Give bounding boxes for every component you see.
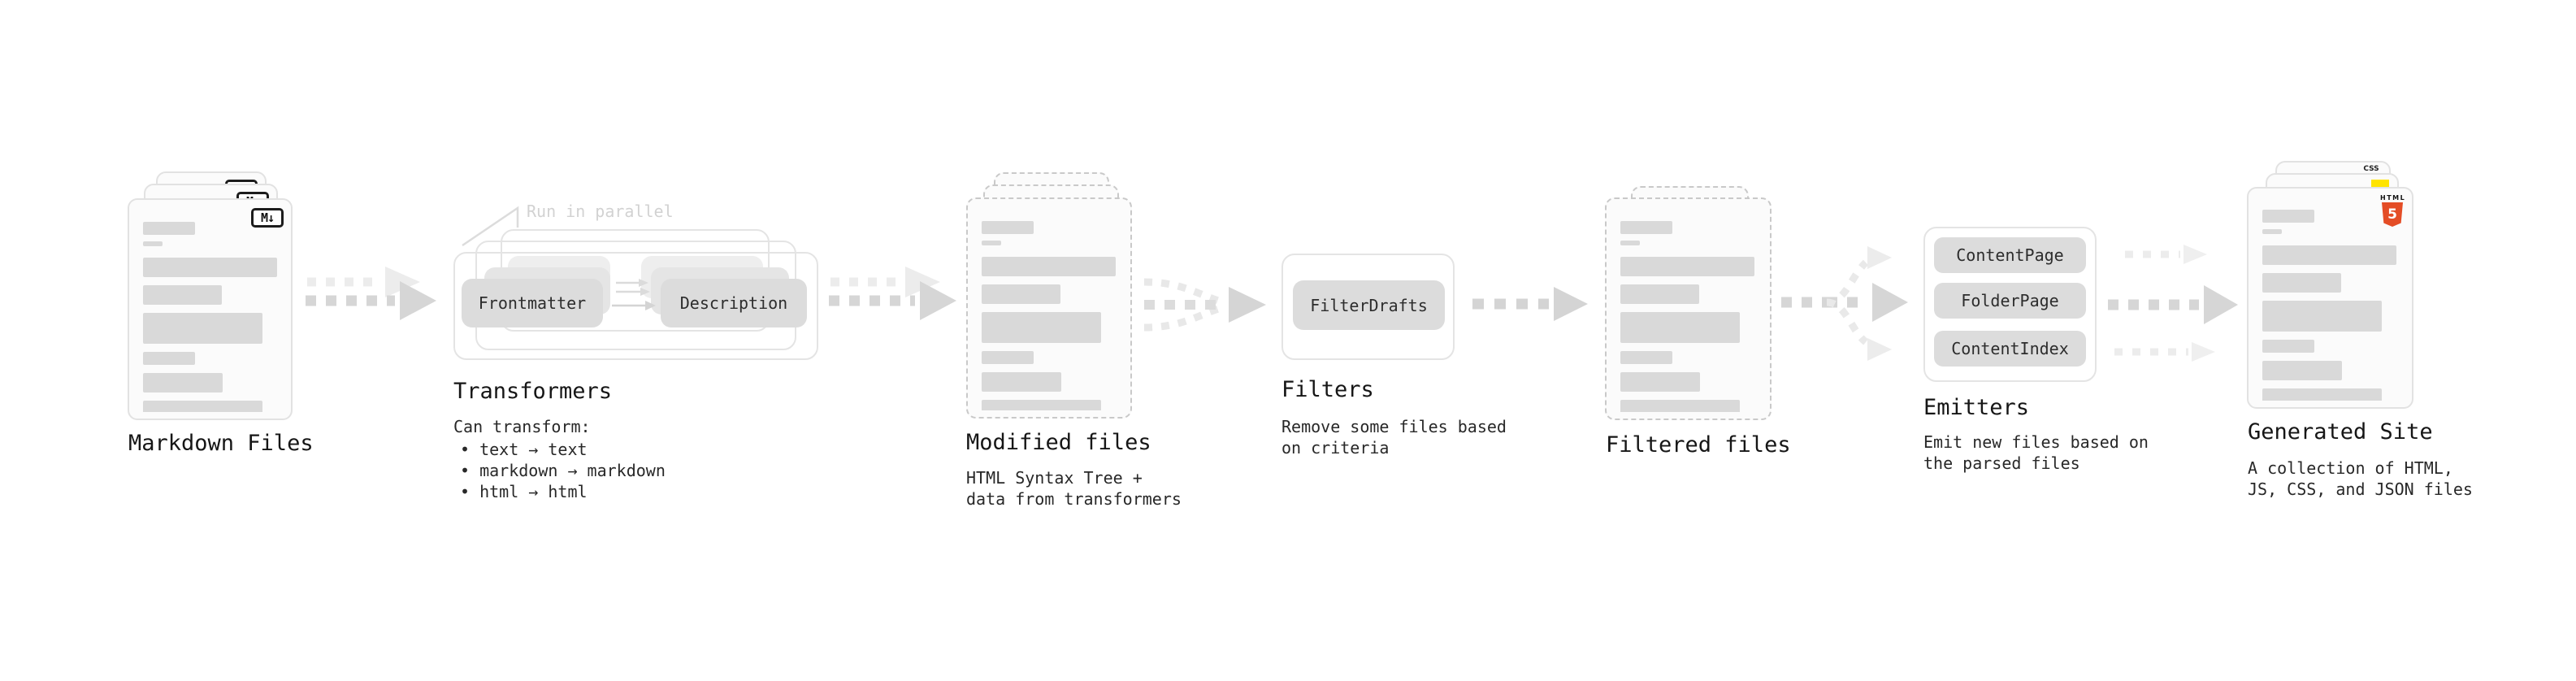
generated-file-card-front: HTML 5: [2247, 187, 2413, 409]
filters-desc-2: on criteria: [1281, 438, 1390, 458]
modified-file-card-front: [966, 197, 1132, 419]
contentpage-pill: ContentPage: [1934, 237, 2086, 273]
filtered-files-label: Filtered files: [1606, 432, 1791, 458]
arrow-modified-to-filters-icon: [1143, 278, 1266, 332]
transformers-bullet-2: • markdown → markdown: [460, 461, 666, 480]
description-pill: Description: [661, 279, 807, 327]
annotation-leader-line: [462, 206, 519, 247]
markdown-files-label: Markdown Files: [128, 431, 314, 456]
transformers-bullet-3: • html → html: [460, 482, 588, 501]
generated-site-desc-2: JS, CSS, and JSON files: [2248, 479, 2473, 499]
transformers-label: Transformers: [453, 379, 613, 404]
markdown-icon: M↓: [251, 208, 284, 228]
modified-files-desc-2: data from transformers: [966, 489, 1182, 509]
markdown-file-card-front: M↓: [128, 198, 293, 420]
arrow-emitters-to-site-icon: [2108, 245, 2238, 362]
document-skeleton: [1620, 221, 1756, 412]
arrow-transformers-to-modified-icon: [829, 267, 956, 320]
folderpage-pill: FolderPage: [1934, 283, 2086, 319]
generated-site-desc-1: A collection of HTML,: [2248, 458, 2453, 478]
emitters-desc-2: the parsed files: [1923, 453, 2080, 473]
frontmatter-pill: Frontmatter: [462, 279, 603, 327]
arrow-filters-to-filtered-icon: [1472, 287, 1588, 321]
transformer-layer-front: [453, 252, 818, 360]
modified-files-desc-1: HTML Syntax Tree +: [966, 468, 1143, 488]
filters-desc-1: Remove some files based: [1281, 417, 1507, 436]
emitters-desc-1: Emit new files based on: [1923, 432, 2149, 452]
filters-box: [1281, 254, 1455, 360]
filterdrafts-pill: FilterDrafts: [1293, 280, 1445, 330]
document-skeleton: [982, 221, 1117, 410]
arrow-filtered-to-emitters-icon: [1781, 246, 1908, 361]
parallel-arrows-icon: [612, 279, 656, 310]
transformers-desc-title: Can transform:: [453, 417, 591, 436]
filtered-file-card-front: [1605, 197, 1772, 420]
run-in-parallel-annotation: Run in parallel: [527, 202, 674, 221]
emitters-label: Emitters: [1923, 395, 2030, 420]
generated-site-label: Generated Site: [2248, 419, 2433, 445]
modified-files-label: Modified files: [966, 430, 1151, 455]
arrow-markdown-to-transformers-icon: [306, 267, 436, 320]
transformers-bullet-1: • text → text: [460, 440, 588, 459]
html5-icon: HTML 5: [2380, 194, 2405, 227]
contentindex-pill: ContentIndex: [1934, 331, 2086, 367]
emitters-box: [1923, 227, 2097, 382]
document-skeleton: [2262, 210, 2398, 401]
filters-label: Filters: [1281, 377, 1374, 402]
document-skeleton: [143, 222, 277, 412]
